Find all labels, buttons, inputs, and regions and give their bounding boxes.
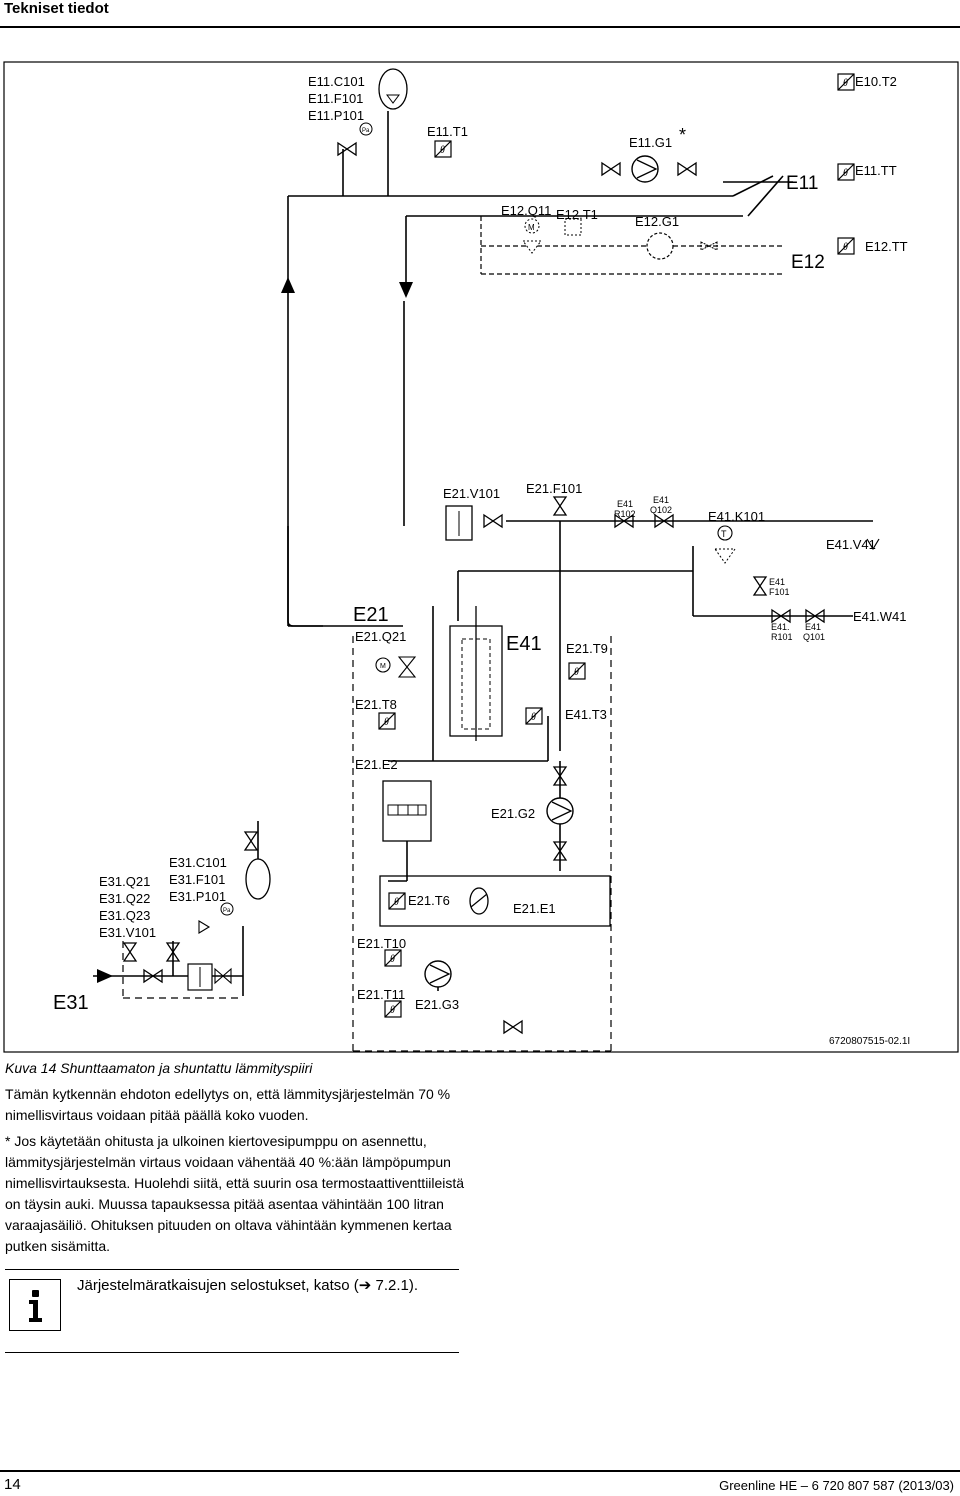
label-e31-p101: E31.P101	[169, 889, 226, 904]
info-rule-bottom	[5, 1352, 459, 1353]
paragraph-bypass-note: * Jos käytetään ohitusta ja ulkoinen kie…	[5, 1133, 465, 1254]
label-e21-t11: E21.T11	[357, 987, 405, 1002]
label-e41-k101: E41.K101	[708, 509, 765, 524]
asterisk-mark: *	[679, 125, 686, 145]
label-e41-f101-a: E41	[769, 577, 785, 587]
header-rule	[0, 26, 960, 28]
label-e41-r102-a: E41	[617, 499, 633, 509]
label-e41-v41: E41.V41	[826, 537, 876, 552]
paragraph-requirement: Tämän kytkennän ehdoton edellytys on, et…	[5, 1086, 451, 1123]
label-e11-g1: E11.G1	[629, 135, 672, 150]
label-e11-p101: E11.P101	[308, 108, 364, 123]
pa-mark-e31: Pa	[223, 908, 231, 914]
label-e21-e2: E21.E2	[355, 757, 398, 772]
label-r102: R102	[614, 509, 636, 519]
figure-caption: Kuva 14 Shunttaamaton ja shuntattu lämmi…	[5, 1060, 313, 1076]
page-number: 14	[4, 1476, 21, 1493]
label-e31: E31	[53, 992, 89, 1014]
info-text: Järjestelmäratkaisujen selostukset, kats…	[77, 1277, 419, 1294]
footer-rule	[0, 1470, 960, 1472]
t-mark-k101: T	[721, 529, 727, 539]
diagram-reference-code: 6720807515-02.1I	[829, 1036, 910, 1047]
label-e11-t1: E11.T1	[427, 124, 468, 139]
label-e21-g3: E21.G3	[415, 997, 459, 1012]
label-e10-t2: E10.T2	[855, 74, 897, 89]
label-e11-f101: E11.F101	[308, 91, 363, 106]
label-e21-t10: E21.T10	[357, 936, 406, 951]
m-mark-e21: M	[380, 663, 386, 670]
label-e21: E21	[353, 604, 389, 626]
label-e21-v101: E21.V101	[443, 486, 500, 501]
label-e31-c101: E31.C101	[169, 855, 227, 870]
label-e11-tt: E11.TT	[855, 163, 897, 178]
label-e41-t3: E41.T3	[565, 707, 607, 722]
info-rule-top	[5, 1269, 459, 1270]
label-e31-q21: E31.Q21	[99, 874, 150, 889]
m-mark-e12: M	[528, 223, 535, 232]
label-e21-q21: E21.Q21	[355, 629, 406, 644]
label-r101: R101	[771, 632, 793, 642]
label-e41-w41: E41.W41	[853, 609, 906, 624]
label-q101: Q101	[803, 632, 825, 642]
label-e31-q22: E31.Q22	[99, 891, 150, 906]
label-e21-g2: E21.G2	[491, 806, 535, 821]
label-e11: E11	[786, 173, 818, 194]
label-e21-e1: E21.E1	[513, 901, 556, 916]
info-icon	[9, 1279, 61, 1331]
label-e21-t6: E21.T6	[408, 893, 450, 908]
label-f101: F101	[769, 587, 790, 597]
document-reference: Greenline HE – 6 720 807 587 (2013/03)	[719, 1478, 954, 1493]
label-e21-f101: E21.F101	[526, 481, 582, 496]
label-e21-t9: E21.T9	[566, 641, 608, 656]
label-e31-q23: E31.Q23	[99, 908, 150, 923]
label-e12-q11: E12.Q11	[501, 203, 551, 218]
label-e31-f101: E31.F101	[169, 872, 225, 887]
label-e12-tt: E12.TT	[865, 239, 908, 254]
label-e12-g1: E12.G1	[635, 214, 679, 229]
label-e11-c101: E11.C101	[308, 74, 365, 89]
system-diagram: θ Pa M	[3, 61, 959, 1053]
label-e41-r101-a: E41.	[771, 622, 790, 632]
pa-mark-top: Pa	[362, 128, 370, 134]
label-e41-large: E41	[506, 633, 542, 655]
label-e12: E12	[791, 252, 825, 273]
label-e31-v101: E31.V101	[99, 925, 156, 940]
label-e12-t1: E12.T1	[556, 207, 598, 222]
label-e41-q102-a: E41	[653, 495, 669, 505]
label-q102: Q102	[650, 505, 672, 515]
label-e21-t8: E21.T8	[355, 697, 397, 712]
label-e41-q101-a: E41	[805, 622, 821, 632]
page-header-title: Tekniset tiedot	[4, 0, 109, 17]
